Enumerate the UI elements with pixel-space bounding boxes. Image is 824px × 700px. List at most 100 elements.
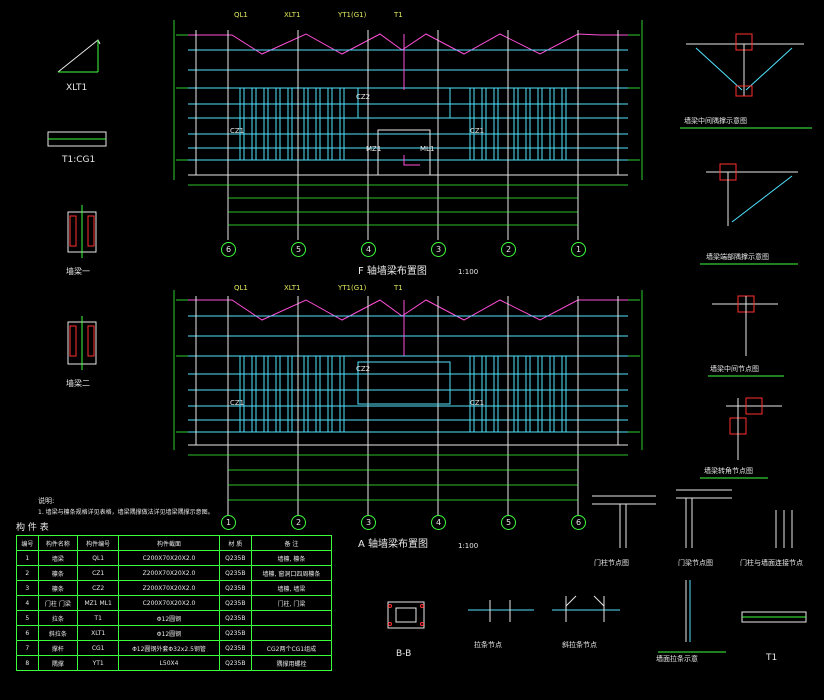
table-cell: T1 [77, 610, 120, 626]
member-label: CZ1 [230, 399, 245, 407]
table-cell: 墙檩, 窗洞口四周檩条 [250, 565, 333, 581]
member-label: CZ1 [230, 127, 245, 135]
tie-node-detail [468, 600, 534, 622]
f-frame [188, 30, 628, 240]
a-axis-scale: 1:100 [458, 542, 479, 550]
table-cell: CG2两个CG1组成 [250, 640, 333, 656]
a-dimensions [188, 454, 628, 501]
table-cell: 4 [16, 595, 39, 611]
note-text: 1. 墙梁与檩条规格详见表格，墙梁隅撑做法详见墙梁隅撑示意图。 [38, 509, 214, 516]
table-cell: C200X70X20X2.0 [118, 550, 220, 566]
detail-title: 墙梁转角节点图 [704, 467, 753, 475]
a-frame [188, 296, 628, 515]
table-cell: 5 [16, 610, 39, 626]
a-axis-title: A 轴墙梁布置图 [358, 539, 429, 550]
header-cell: 构件编号 [77, 535, 120, 551]
table-cell: MZ1 ML1 [77, 595, 120, 611]
table-cell: Q235B [218, 550, 252, 566]
table-cell: L50X4 [118, 655, 220, 671]
table-cell: 墙梁 [37, 550, 79, 566]
detail-title: 墙梁一 [66, 267, 90, 276]
wall-tie-detail [658, 580, 726, 653]
a-axis-bubble: 4 [431, 515, 446, 530]
table-cell: XLT1 [77, 625, 120, 641]
f-axis-bubble: 3 [431, 242, 446, 257]
a-axis-bubble: 1 [221, 515, 236, 530]
a-axis-bubble: 5 [501, 515, 516, 530]
member-label: ML1 [420, 145, 435, 153]
parts-table-header: 编号 构件名称 构件编号 构件截面 材 质 备 注 [16, 535, 333, 551]
detail-title: 门柱与墙面连接节点 [740, 559, 803, 567]
table-cell: 1 [16, 550, 39, 566]
header-cell: 构件截面 [118, 535, 220, 551]
bb-section [387, 601, 425, 629]
t1-detail [741, 611, 807, 623]
f-axis-elevation [173, 20, 643, 240]
table-cell: Q235B [218, 580, 252, 596]
a-roof-profile [188, 299, 628, 321]
f-axis-bubble: 1 [571, 242, 586, 257]
a-level-ticks [173, 290, 643, 450]
table-cell: 门柱, 门梁 [250, 595, 333, 611]
f-axis-bubble: 5 [291, 242, 306, 257]
table-cell: 7 [16, 640, 39, 656]
a-axis-bubble: 3 [361, 515, 376, 530]
detail-title: B-B [396, 649, 412, 659]
f-axis-bubble: 2 [501, 242, 516, 257]
table-cell: Q235B [218, 625, 252, 641]
detail-title: 墙梁端部隅撑示意图 [706, 253, 769, 261]
f-window-right [469, 88, 567, 160]
member-label: CZ1 [470, 399, 485, 407]
member-tag: T1 [394, 11, 403, 19]
table-cell: YT1 [77, 655, 120, 671]
f-dimensions [188, 184, 628, 226]
table-cell: Z200X70X20X2.0 [118, 580, 220, 596]
f-window-center [357, 87, 451, 119]
detail-title: 墙梁二 [66, 379, 90, 388]
header-cell: 备 注 [250, 535, 333, 551]
member-tag: T1 [394, 284, 403, 292]
detail-title: 墙梁中间隅撑示意图 [684, 117, 747, 125]
table-cell: 隅撑 [37, 655, 79, 671]
detail-title: 墙梁中间节点图 [710, 365, 759, 373]
f-roof-profile [188, 33, 628, 55]
table-cell: 门柱 门梁 [37, 595, 79, 611]
member-label: CZ2 [356, 93, 371, 101]
table-cell: 隅撑用螺栓 [250, 655, 333, 671]
end-brace-detail [700, 163, 798, 265]
table-cell: 墙檩, 檩条 [250, 550, 333, 566]
table-cell: Z200X70X20X2.0 [118, 565, 220, 581]
header-cell: 材 质 [218, 535, 252, 551]
table-cell: Q235B [218, 595, 252, 611]
table-cell: 6 [16, 625, 39, 641]
member-tag: QL1 [234, 11, 248, 19]
f-axis-title: F 轴墙梁布置图 [358, 266, 427, 277]
f-level-ticks [173, 20, 643, 180]
header-cell: 构件名称 [37, 535, 79, 551]
a-window-right [469, 356, 567, 432]
detail-title: 拉条节点 [474, 641, 502, 649]
header-cell: 编号 [16, 535, 39, 551]
table-cell: 2 [16, 565, 39, 581]
f-axis-bubble: 6 [221, 242, 236, 257]
f-ties [403, 34, 420, 166]
detail-title: 门柱节点图 [594, 559, 629, 567]
node1-detail [67, 205, 97, 258]
table-cell: 斜拉条 [37, 625, 79, 641]
f-window-left [239, 88, 345, 160]
member-label: MZ1 [366, 145, 382, 153]
table-cell: Φ12圆钢 [118, 625, 220, 641]
member-label: CZ2 [356, 365, 371, 373]
table-cell: Q235B [218, 610, 252, 626]
member-tag: XLT1 [284, 11, 301, 19]
detail-title: 门梁节点图 [678, 559, 713, 567]
member-tag: XLT1 [284, 284, 301, 292]
a-girts [188, 315, 628, 433]
